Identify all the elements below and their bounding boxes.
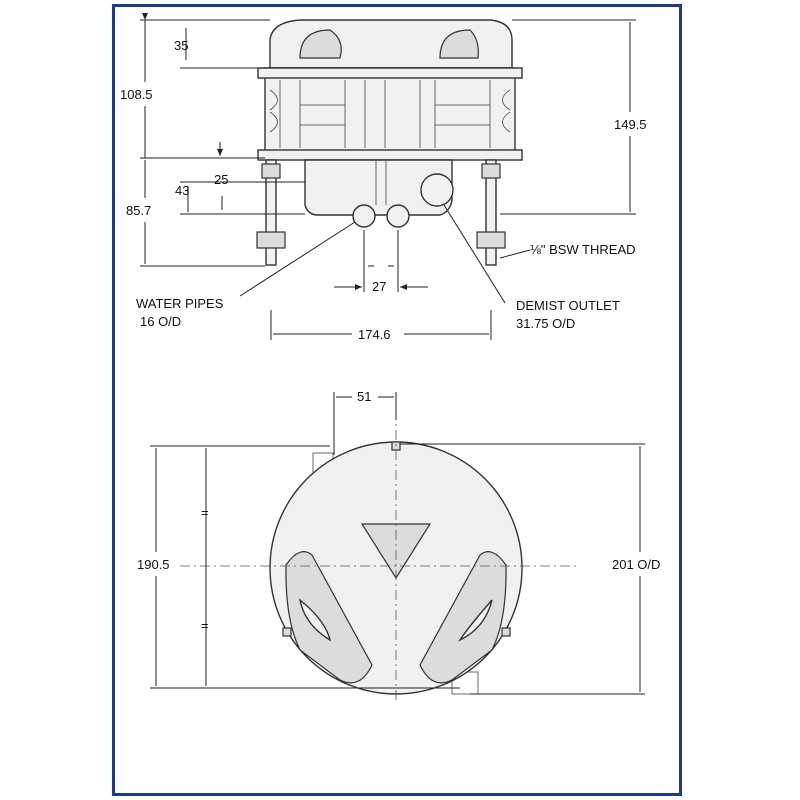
side-view: 35 108.5 85.7 25 43 149.5 27 [120,13,647,342]
demist-outlet-pipe [420,173,454,207]
dim-35-label: 35 [174,38,188,53]
dim-43-label: 43 [175,183,189,198]
lid-handle-right [439,29,479,59]
dim-149-5-label: 149.5 [614,117,647,132]
dim-85-7-label: 85.7 [126,203,151,218]
top-clamp-plate [257,67,523,79]
plan-view: 51 190.5 = = 201 O/D [137,389,660,702]
dim-174-6-label: 174.6 [358,327,391,342]
water-pipe-right [386,204,410,228]
demist-outlet-label: DEMIST OUTLET [516,298,620,313]
dim-25-label: 25 [214,172,228,187]
dim-51-label: 51 [357,389,371,404]
bottom-clamp-plate [257,149,523,161]
water-pipe-left [352,204,376,228]
lower-sump [304,159,453,216]
stud-right [485,159,497,266]
demist-outlet-size-label: 31.75 O/D [516,316,575,331]
stud-left [265,159,277,266]
main-body [264,67,516,159]
dim-27-label: 27 [372,279,386,294]
lid-handle-left [299,29,342,59]
water-pipes-size-label: 16 O/D [140,314,181,329]
plan-handle-right [419,551,507,684]
plan-handle-left [285,551,373,684]
equal-mark-upper: = [201,505,209,520]
dim-108-5-label: 108.5 [120,87,153,102]
water-pipes-label: WATER PIPES [136,296,224,311]
equal-mark-lower: = [201,618,209,633]
nut-left [256,231,286,249]
dim-201-label: 201 O/D [612,557,660,572]
nut-right [476,231,506,249]
dim-190-5-label: 190.5 [137,557,170,572]
thread-label: ⅛" BSW THREAD [530,242,636,257]
